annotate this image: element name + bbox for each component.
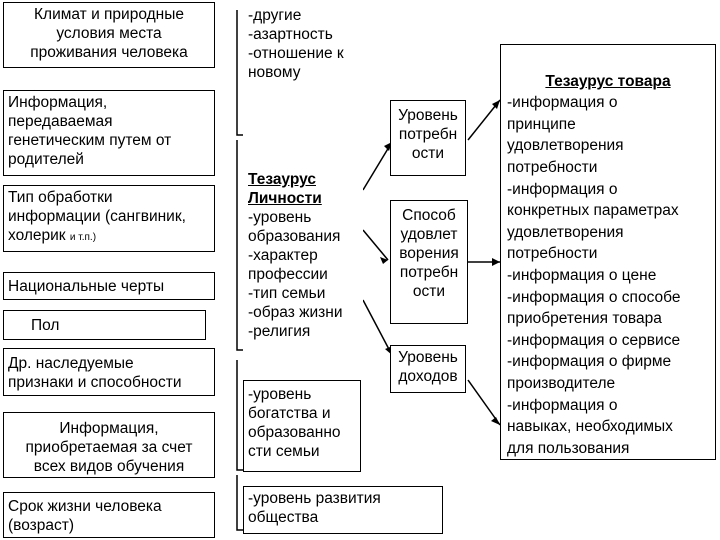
arrowhead-income-product (491, 417, 500, 425)
arrow-income-product (467, 379, 501, 426)
arrow-to-satisfaction (362, 229, 389, 261)
gender-box: Пол (3, 310, 206, 340)
product-thesaurus-items: -информация о принципе удовлетворения по… (507, 94, 681, 457)
temperament-box: Тип обработки информации (сангвиник, хол… (3, 185, 215, 252)
genetic-info-box: Информация, передаваемая генетическим пу… (3, 90, 215, 176)
inherited-traits-box: Др. наследуемые признаки и способности (3, 348, 215, 396)
other-traits-box: -другие -азартность -отношение к новому (243, 3, 361, 105)
bracket-mid (236, 140, 243, 351)
satisfaction-method-box: Способ удовлет ворения потребн ости (390, 200, 468, 324)
arrowhead-satisfaction-product (492, 258, 500, 266)
temperament-small-text: и т.п.) (69, 232, 97, 243)
family-wealth-box: -уровень богатства и образованно сти сем… (243, 380, 361, 472)
arrow-to-needs (362, 141, 393, 191)
personality-thesaurus-items: -уровень образования -характер профессии… (248, 209, 343, 340)
arrowhead-needs-product (492, 100, 500, 109)
arrowhead-satisfaction (380, 257, 388, 264)
bracket-bottom (236, 475, 243, 531)
income-level-box: Уровень доходов (390, 345, 466, 393)
product-thesaurus-title: Тезаурус товара (545, 72, 671, 90)
personality-thesaurus-title: Тезаурус Личности (248, 171, 322, 207)
temperament-text: Тип обработки информации (сангвиник, хол… (8, 189, 186, 244)
product-thesaurus-box: Тезаурус товара -информация о принципе уд… (500, 44, 716, 460)
education-box: Информация, приобретаемая за счет всех в… (3, 412, 215, 478)
bracket-top (236, 10, 243, 136)
arrow-to-income (362, 299, 393, 356)
national-traits-box: Национальные черты (3, 272, 215, 300)
society-level-box: -уровень развития общества (243, 486, 443, 534)
personality-thesaurus-box: Тезаурус Личности-уровень образования -х… (243, 128, 363, 348)
lifespan-box: Срок жизни человека (возраст) (3, 492, 215, 538)
bracket-low (236, 360, 243, 471)
climate-box: Климат и природные условия места прожива… (3, 2, 215, 68)
needs-level-box: Уровень потребн ости (390, 100, 466, 176)
arrow-needs-product (467, 99, 501, 141)
